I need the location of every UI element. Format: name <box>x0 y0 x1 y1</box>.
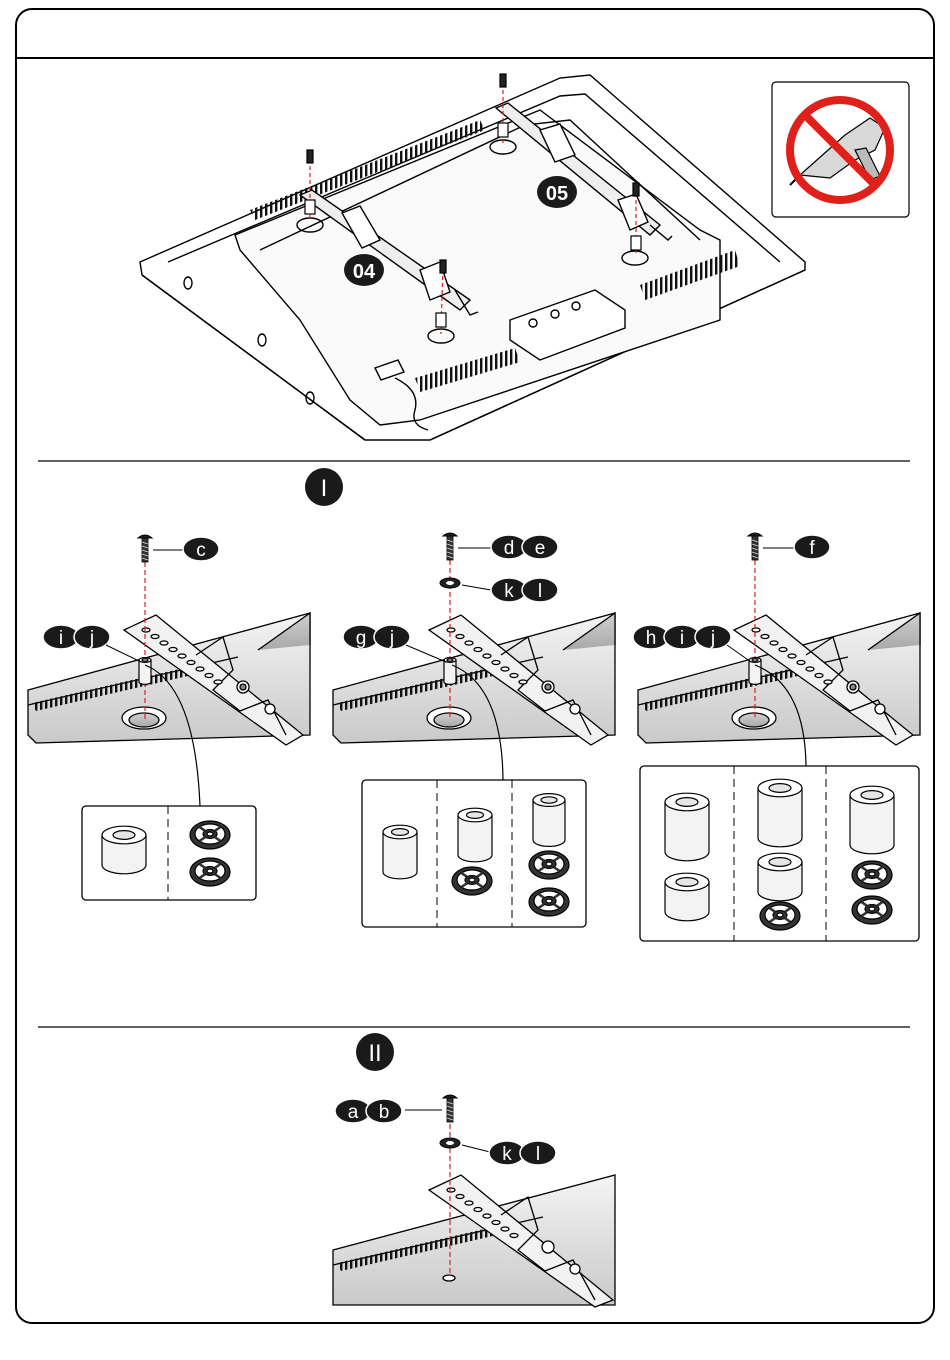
part-badge-label: l <box>538 581 542 602</box>
part-badge-label: b <box>379 1102 390 1123</box>
no-power-drill-icon <box>772 82 909 217</box>
tv-corner-detail <box>333 1175 615 1307</box>
section-one-roman: I <box>321 475 328 502</box>
spacer-icon <box>533 794 565 847</box>
part-badge-label: h <box>646 628 657 649</box>
spacer-icon <box>758 853 802 901</box>
spacer-icon <box>665 793 709 861</box>
spacer-icon <box>383 825 417 879</box>
part-badge-label: k <box>502 1144 512 1165</box>
washer-icon <box>440 1138 460 1148</box>
step-badge-05-label: 05 <box>546 183 568 205</box>
screw-icon <box>748 533 762 560</box>
screw-part-labels: f <box>794 535 830 559</box>
ring-washer-icon <box>529 888 569 916</box>
step-badge-05: 05 <box>537 176 577 208</box>
screw-icon <box>138 535 152 562</box>
spacer-icon <box>850 786 894 854</box>
part-badge-label: g <box>356 628 367 649</box>
ring-washer-icon <box>190 858 230 886</box>
tv-back-overview <box>140 75 805 440</box>
part-badge-label: a <box>348 1102 359 1123</box>
part-badge-label: i <box>680 628 684 649</box>
part-badge-label: d <box>504 538 515 559</box>
ring-washer-icon <box>529 851 569 879</box>
assembly-panel-3: f h i j <box>633 533 920 941</box>
ring-washer-icon <box>452 867 492 895</box>
part-badge-label: i <box>59 628 63 649</box>
ring-washer-icon <box>852 861 892 889</box>
part-badge-label: f <box>809 538 815 559</box>
section-two-roman: II <box>368 1040 381 1067</box>
ring-washer-icon <box>190 821 230 849</box>
spacer-icon <box>665 873 709 921</box>
step-badge-04-label: 04 <box>353 261 376 283</box>
screw-icon <box>443 533 457 560</box>
part-badge-label: l <box>536 1144 540 1165</box>
ring-washer-icon <box>760 902 800 930</box>
section-one-badge: I <box>305 468 343 506</box>
part-badge-label: c <box>196 540 206 561</box>
section-two-badge: II <box>356 1033 394 1071</box>
screw-icon <box>443 1095 457 1122</box>
spacer-part-labels: h i j <box>633 625 731 649</box>
washer-icon <box>440 578 460 588</box>
step-badge-04: 04 <box>344 254 384 286</box>
ring-washer-icon <box>852 896 892 924</box>
part-badge-label: j <box>710 628 715 649</box>
spacer-icon <box>758 779 802 847</box>
part-badge-label: e <box>535 538 546 559</box>
screw-part-labels: c <box>183 537 219 561</box>
part-badge-label: j <box>89 628 94 649</box>
part-badge-label: j <box>389 628 394 649</box>
spacer-icon <box>458 808 492 862</box>
spacer-icon <box>102 826 146 874</box>
part-badge-label: k <box>504 581 514 602</box>
